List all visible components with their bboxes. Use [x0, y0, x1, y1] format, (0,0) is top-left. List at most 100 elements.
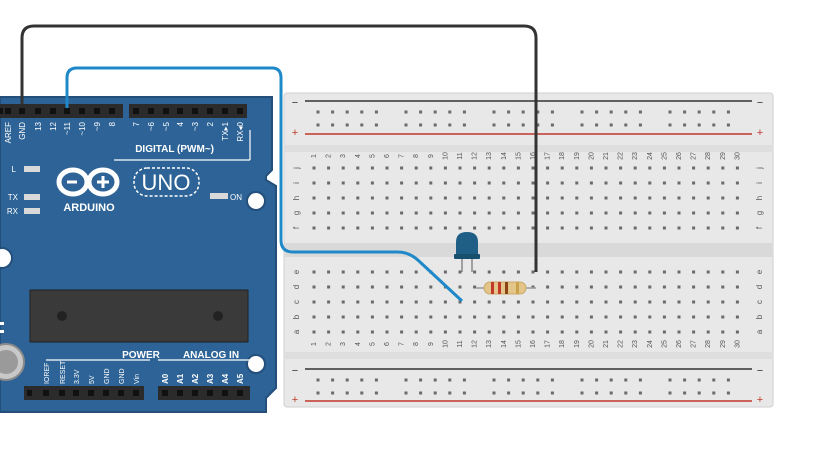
digital-pin-socket[interactable]: [94, 108, 100, 114]
breadboard-hole[interactable]: [633, 285, 637, 289]
rail-hole[interactable]: [433, 391, 437, 395]
breadboard-hole[interactable]: [370, 196, 374, 200]
breadboard-hole[interactable]: [473, 226, 477, 230]
digital-pin-socket[interactable]: [192, 108, 198, 114]
rail-hole[interactable]: [492, 123, 496, 127]
analog-pin-socket[interactable]: [177, 390, 183, 396]
rail-hole[interactable]: [507, 378, 511, 382]
breadboard-hole[interactable]: [560, 211, 564, 215]
breadboard-hole[interactable]: [341, 196, 345, 200]
breadboard-hole[interactable]: [327, 181, 331, 185]
rail-hole[interactable]: [345, 123, 349, 127]
rail-hole[interactable]: [521, 123, 525, 127]
breadboard-hole[interactable]: [648, 330, 652, 334]
rail-hole[interactable]: [374, 110, 378, 114]
breadboard-hole[interactable]: [327, 315, 331, 319]
breadboard-hole[interactable]: [706, 285, 710, 289]
breadboard-hole[interactable]: [721, 270, 725, 274]
rail-hole[interactable]: [521, 378, 525, 382]
rail-hole[interactable]: [624, 391, 628, 395]
breadboard-hole[interactable]: [385, 211, 389, 215]
breadboard-hole[interactable]: [604, 315, 608, 319]
breadboard-hole[interactable]: [589, 330, 593, 334]
digital-pin-socket[interactable]: [177, 108, 183, 114]
breadboard-hole[interactable]: [341, 226, 345, 230]
rail-hole[interactable]: [492, 110, 496, 114]
breadboard-hole[interactable]: [502, 315, 506, 319]
breadboard-hole[interactable]: [604, 270, 608, 274]
breadboard-hole[interactable]: [458, 315, 462, 319]
breadboard-hole[interactable]: [531, 330, 535, 334]
breadboard-hole[interactable]: [589, 211, 593, 215]
breadboard-hole[interactable]: [487, 196, 491, 200]
breadboard-hole[interactable]: [473, 270, 477, 274]
breadboard-hole[interactable]: [706, 315, 710, 319]
rail-hole[interactable]: [683, 378, 687, 382]
breadboard-hole[interactable]: [589, 270, 593, 274]
rail-hole[interactable]: [462, 110, 466, 114]
rail-hole[interactable]: [433, 378, 437, 382]
rail-hole[interactable]: [433, 123, 437, 127]
digital-pin-socket[interactable]: [0, 108, 3, 114]
rail-hole[interactable]: [507, 391, 511, 395]
breadboard-hole[interactable]: [560, 270, 564, 274]
breadboard-hole[interactable]: [531, 285, 535, 289]
breadboard-hole[interactable]: [356, 315, 360, 319]
rail-hole[interactable]: [595, 378, 599, 382]
breadboard-hole[interactable]: [312, 270, 316, 274]
breadboard-hole[interactable]: [677, 181, 681, 185]
digital-pin-socket[interactable]: [5, 108, 11, 114]
rail-hole[interactable]: [624, 110, 628, 114]
breadboard-hole[interactable]: [312, 315, 316, 319]
breadboard-hole[interactable]: [312, 330, 316, 334]
breadboard-hole[interactable]: [487, 181, 491, 185]
rail-hole[interactable]: [595, 391, 599, 395]
breadboard-hole[interactable]: [633, 196, 637, 200]
breadboard-hole[interactable]: [458, 270, 462, 274]
breadboard-hole[interactable]: [721, 226, 725, 230]
rail-hole[interactable]: [404, 391, 408, 395]
rail-hole[interactable]: [331, 123, 335, 127]
digital-pin-socket[interactable]: [19, 108, 25, 114]
breadboard-hole[interactable]: [370, 330, 374, 334]
rail-hole[interactable]: [404, 123, 408, 127]
rail-hole[interactable]: [536, 391, 540, 395]
rail-hole[interactable]: [580, 391, 584, 395]
breadboard-hole[interactable]: [531, 226, 535, 230]
breadboard-hole[interactable]: [735, 166, 739, 170]
breadboard-hole[interactable]: [662, 211, 666, 215]
breadboard-hole[interactable]: [619, 330, 623, 334]
digital-pin-socket[interactable]: [109, 108, 115, 114]
breadboard-hole[interactable]: [633, 211, 637, 215]
breadboard-hole[interactable]: [516, 226, 520, 230]
breadboard-hole[interactable]: [458, 285, 462, 289]
rail-hole[interactable]: [404, 110, 408, 114]
rail-hole[interactable]: [550, 123, 554, 127]
breadboard-hole[interactable]: [589, 196, 593, 200]
breadboard-hole[interactable]: [619, 166, 623, 170]
breadboard-hole[interactable]: [400, 211, 404, 215]
breadboard-hole[interactable]: [648, 315, 652, 319]
breadboard-hole[interactable]: [619, 270, 623, 274]
breadboard-hole[interactable]: [429, 315, 433, 319]
breadboard-hole[interactable]: [662, 300, 666, 304]
rail-hole[interactable]: [712, 110, 716, 114]
breadboard-hole[interactable]: [619, 226, 623, 230]
rail-hole[interactable]: [683, 123, 687, 127]
breadboard-hole[interactable]: [370, 226, 374, 230]
breadboard-hole[interactable]: [546, 285, 550, 289]
breadboard-hole[interactable]: [692, 300, 696, 304]
breadboard-hole[interactable]: [692, 330, 696, 334]
breadboard-hole[interactable]: [662, 285, 666, 289]
breadboard-hole[interactable]: [677, 300, 681, 304]
breadboard-hole[interactable]: [619, 300, 623, 304]
breadboard-hole[interactable]: [443, 166, 447, 170]
blue-led[interactable]: [454, 232, 480, 272]
breadboard-hole[interactable]: [589, 300, 593, 304]
rail-hole[interactable]: [712, 123, 716, 127]
rail-hole[interactable]: [462, 391, 466, 395]
breadboard-hole[interactable]: [356, 196, 360, 200]
breadboard-hole[interactable]: [721, 300, 725, 304]
breadboard-hole[interactable]: [400, 300, 404, 304]
breadboard-hole[interactable]: [516, 330, 520, 334]
